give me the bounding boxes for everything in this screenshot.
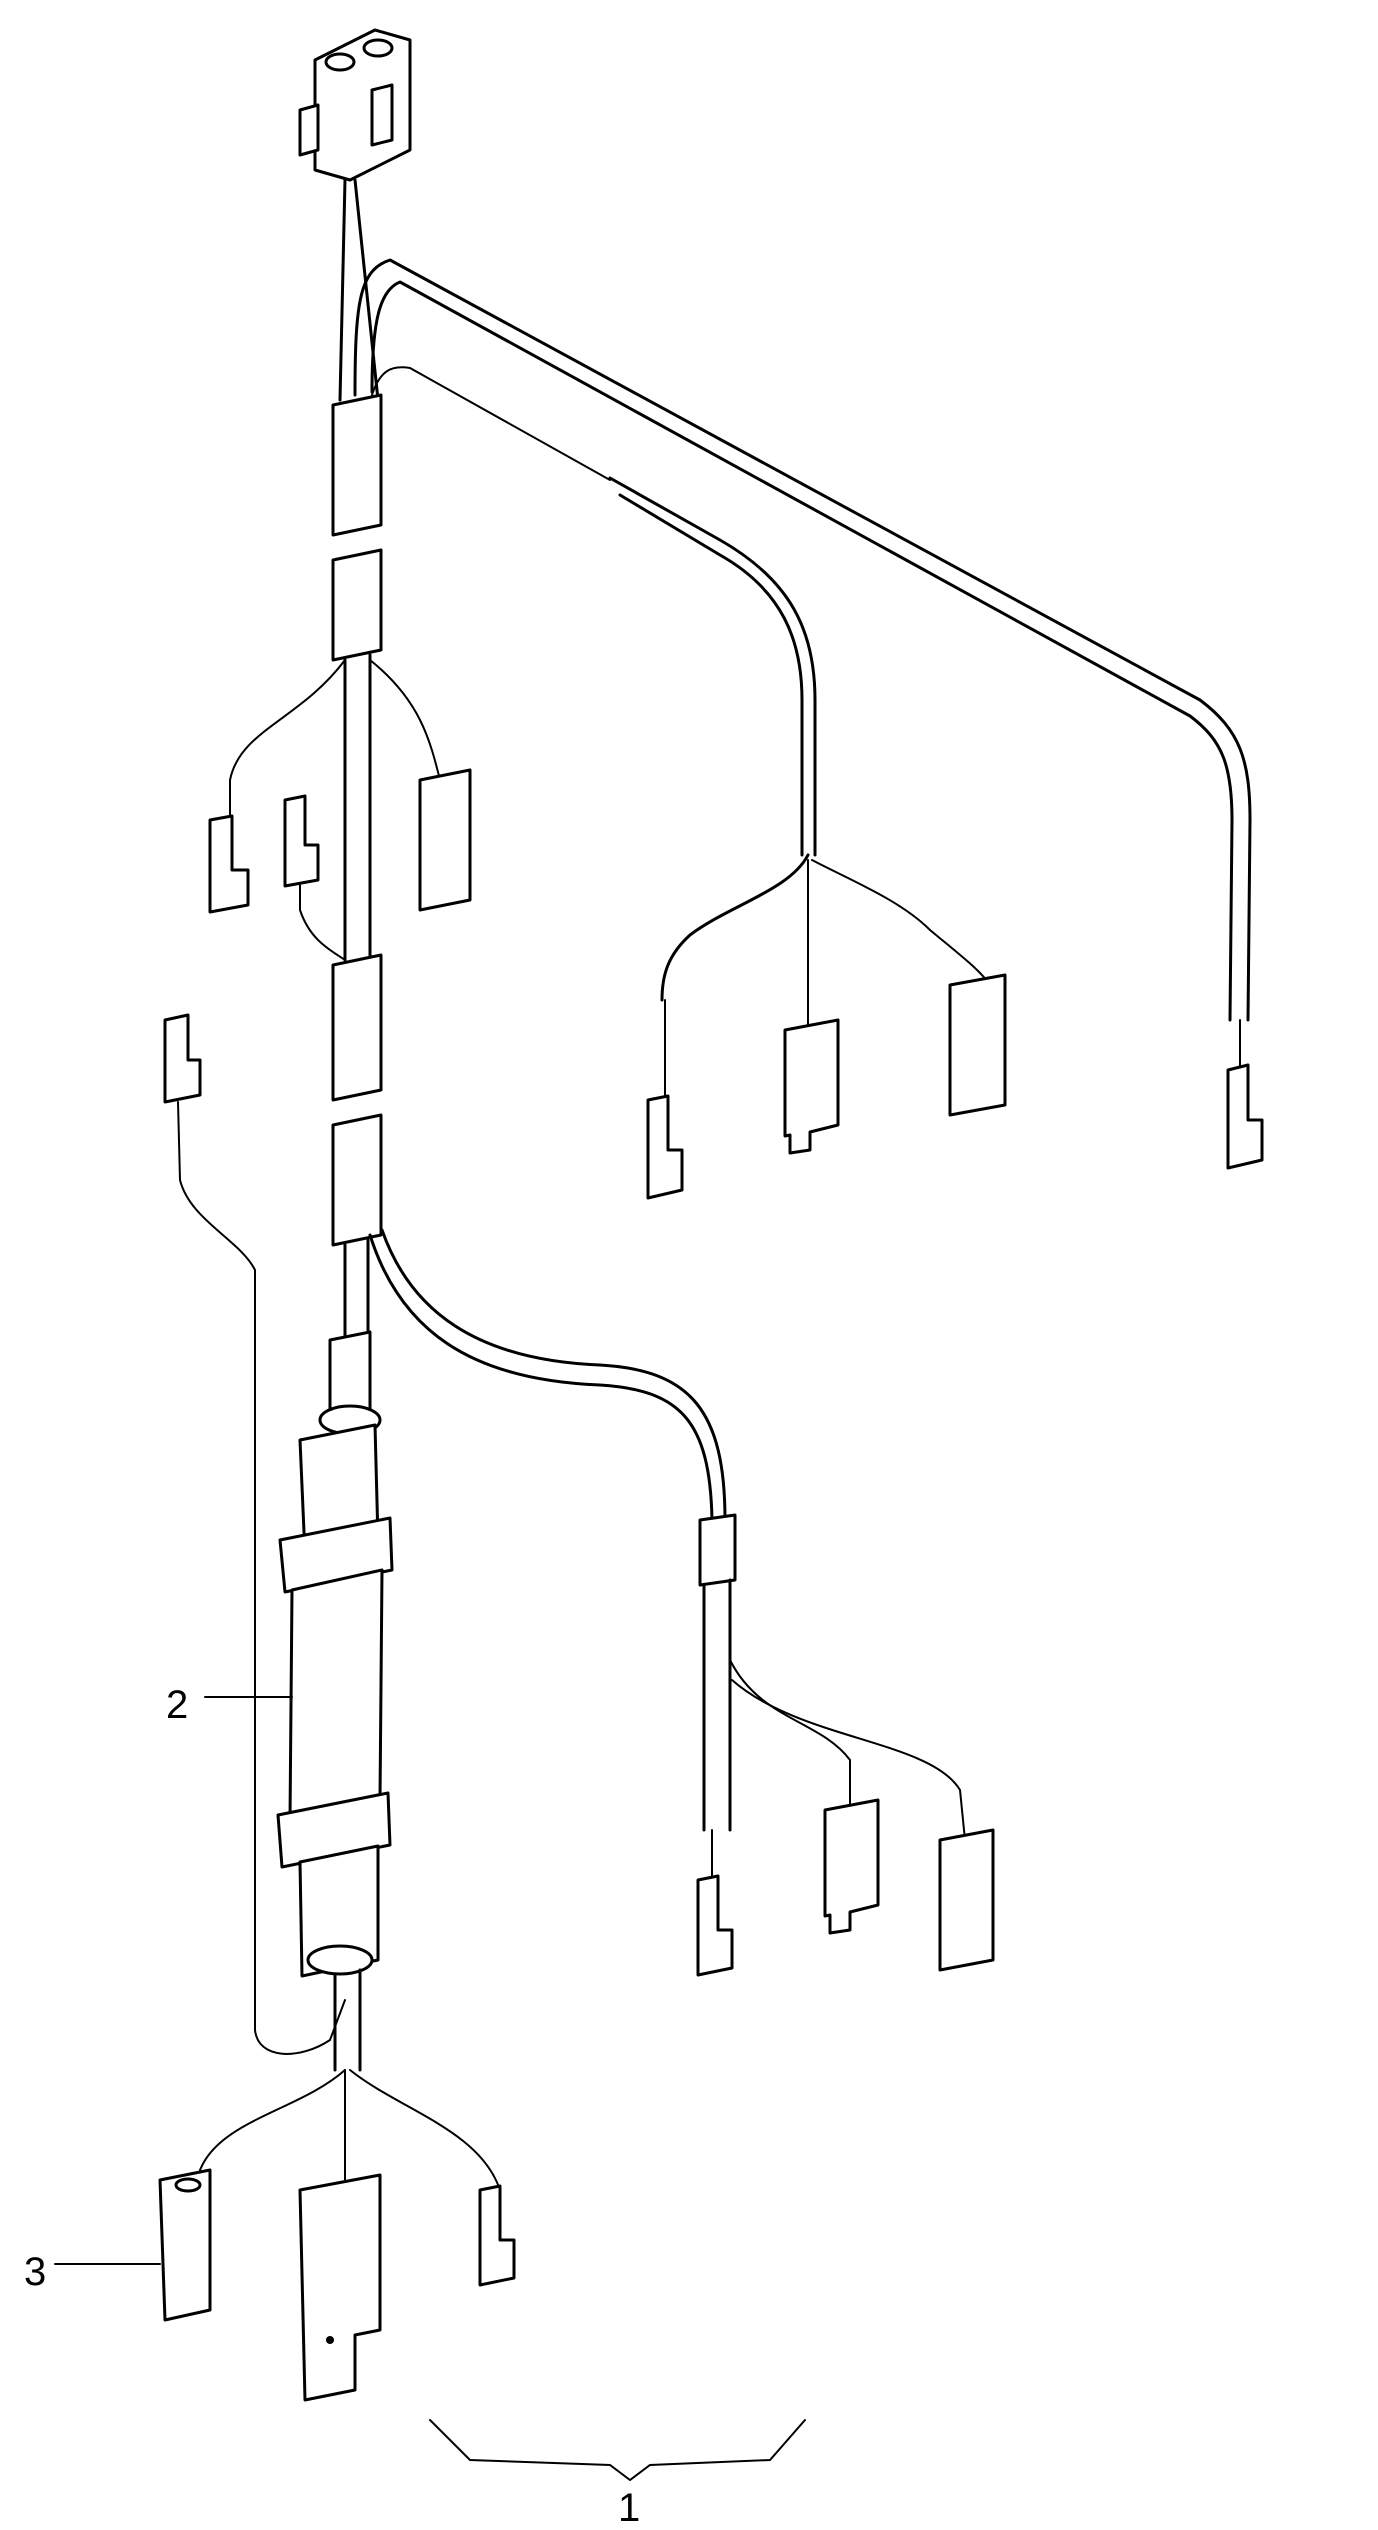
assembly-bracket — [429, 2419, 806, 2482]
mid-left-long-lead — [163, 1013, 346, 2055]
upper-right-branch-mid — [371, 366, 1007, 1200]
main-trunk — [331, 393, 383, 1422]
inline-fuse-holder — [276, 1330, 394, 2072]
upper-left-branches — [208, 659, 472, 961]
callout-2: 2 — [166, 1683, 189, 1727]
bottom-branches — [158, 2069, 516, 2402]
callout-1: 1 — [618, 2486, 641, 2530]
mid-right-branch — [368, 1228, 995, 1977]
top-main-connector — [298, 28, 412, 402]
upper-right-branch-long — [353, 258, 1264, 1170]
callout-3: 3 — [24, 2250, 47, 2294]
